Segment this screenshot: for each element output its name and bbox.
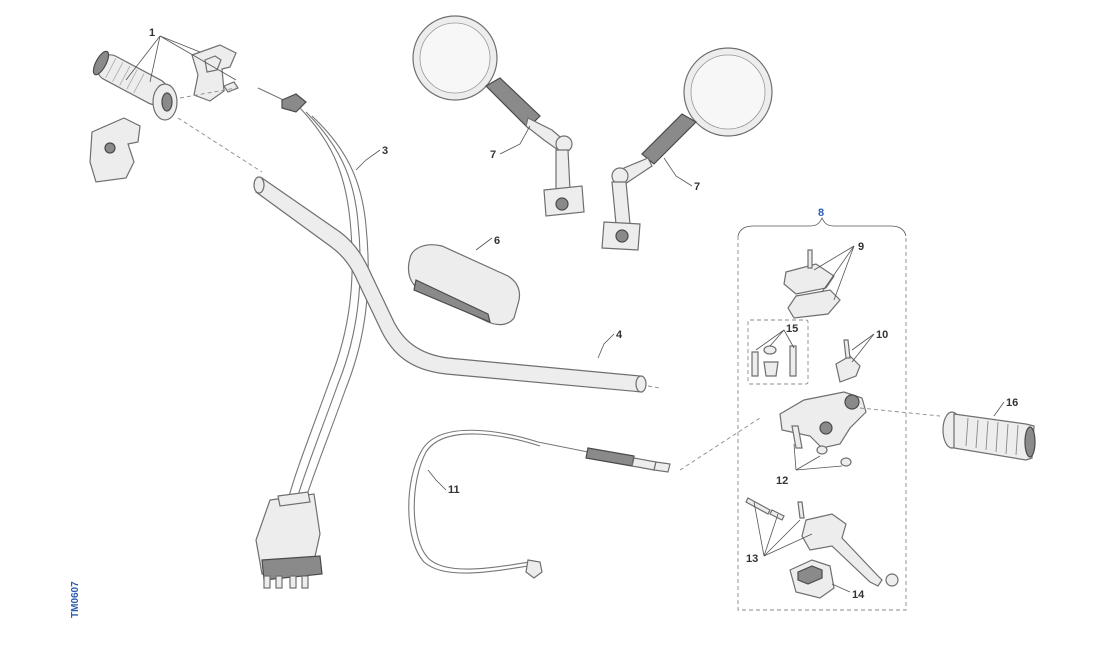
callout-3: 3	[382, 145, 388, 157]
callout-4: 4	[616, 329, 623, 341]
throttle-cables	[255, 87, 369, 589]
figure-reference: TM0607	[70, 581, 81, 618]
callout-12: 12	[776, 475, 788, 487]
callout-8: 8	[818, 207, 824, 219]
callout-7-left: 7	[490, 149, 496, 161]
callout-11: 11	[448, 484, 460, 496]
callout-14: 14	[852, 589, 865, 601]
callout-13: 13	[746, 553, 758, 565]
handlebar	[253, 176, 661, 393]
callout-labels: 1 3 4 6 7 7 9 10 11 12 13 14 15 16	[149, 27, 1018, 601]
callout-10: 10	[876, 329, 888, 341]
handlebar-pad	[407, 244, 521, 326]
mirror-left	[412, 15, 585, 217]
callout-16: 16	[1006, 397, 1018, 409]
callout-6: 6	[494, 235, 500, 247]
mirror-right	[601, 47, 773, 251]
clutch-cable	[408, 417, 761, 579]
callout-7-right: 7	[694, 181, 700, 193]
callout-15: 15	[786, 323, 798, 335]
leader-lines	[125, 35, 1005, 593]
left-grip	[942, 411, 1036, 461]
callout-9: 9	[858, 241, 864, 253]
clutch-assembly-group: 8	[737, 207, 941, 611]
throttle-grip-assembly	[89, 44, 263, 183]
callout-1: 1	[149, 27, 155, 39]
